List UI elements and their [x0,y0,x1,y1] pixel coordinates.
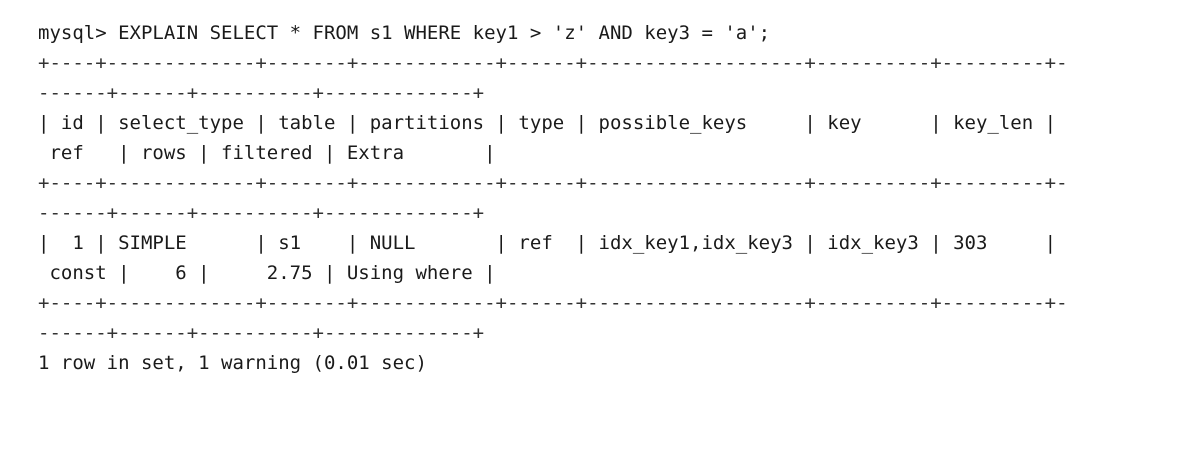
header-line: | id | select_type | table | partitions … [38,112,1057,134]
border-line: +----+-------------+-------+------------… [38,172,1068,194]
table-header-border: +----+-------------+-------+------------… [38,168,1186,228]
table-top-border: +----+-------------+-------+------------… [38,48,1186,108]
table-bottom-border: +----+-------------+-------+------------… [38,288,1186,348]
header-line-wrap: ref | rows | filtered | Extra | [38,142,496,164]
border-line-wrap: ------+------+----------+-------------+ [38,82,485,104]
table-header-row: | id | select_type | table | partitions … [38,108,1186,168]
border-line: +----+-------------+-------+------------… [38,52,1068,74]
table-row: | 1 | SIMPLE | s1 | NULL | ref | idx_key… [38,228,1186,288]
row-line: | 1 | SIMPLE | s1 | NULL | ref | idx_key… [38,232,1057,254]
border-line-wrap: ------+------+----------+-------------+ [38,322,485,344]
border-line: +----+-------------+-------+------------… [38,292,1068,314]
border-line-wrap: ------+------+----------+-------------+ [38,202,485,224]
row-line-wrap: const | 6 | 2.75 | Using where | [38,262,496,284]
command-line: mysql> EXPLAIN SELECT * FROM s1 WHERE ke… [38,22,771,44]
result-summary: 1 row in set, 1 warning (0.01 sec) [38,352,427,374]
